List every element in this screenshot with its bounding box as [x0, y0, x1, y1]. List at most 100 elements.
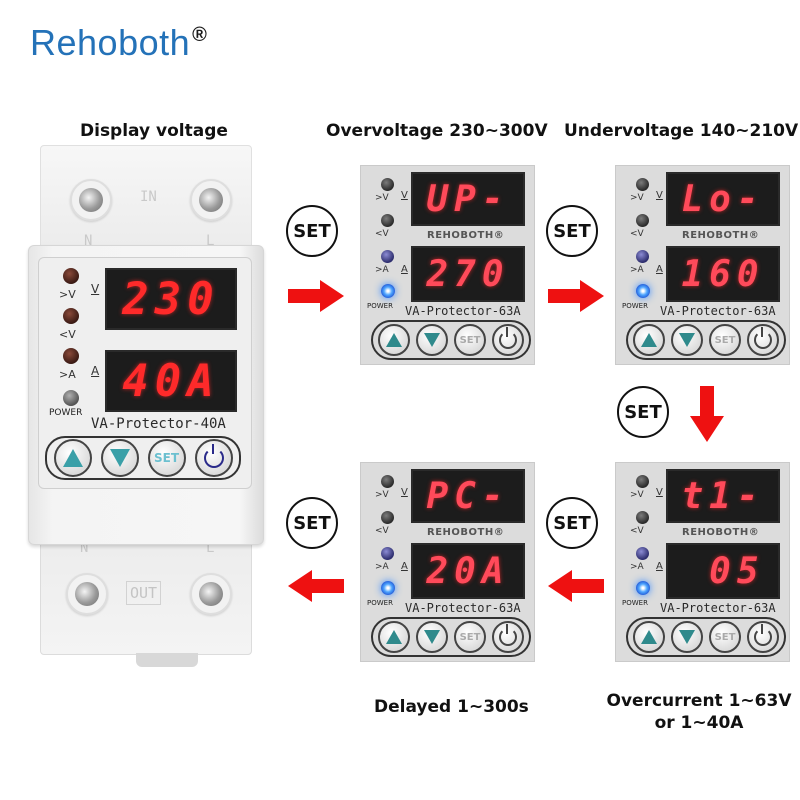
set-button-label: SET [714, 631, 736, 643]
indicator-label: >V [375, 490, 389, 500]
power-button[interactable] [747, 621, 779, 653]
indicator-label: >V [630, 490, 644, 500]
power-led-icon [381, 284, 395, 298]
din-clip [136, 653, 198, 667]
undervoltage-led-icon [381, 511, 394, 524]
undervoltage-led-icon [381, 214, 394, 227]
power-button[interactable] [747, 324, 779, 356]
terminal-l-label: L [206, 233, 215, 249]
voltage-unit-label: V [91, 282, 100, 296]
setting-value-display: 160 [666, 246, 780, 302]
power-button[interactable] [194, 439, 233, 477]
up-button[interactable] [378, 324, 410, 356]
undervoltage-led-icon [63, 308, 79, 324]
terminal-n-label: N [84, 233, 93, 249]
setting-code-display: PC- [411, 469, 525, 523]
overcurrent-led-icon [63, 348, 79, 364]
button-bar: SET [371, 617, 531, 657]
power-button[interactable] [492, 621, 524, 653]
current-display: 40A [105, 350, 237, 412]
indicator-label: >A [375, 265, 389, 275]
caption-delayed: Delayed 1~300s [374, 697, 529, 717]
overvoltage-led-icon [636, 475, 649, 488]
arrow-left-icon [288, 570, 344, 602]
overcurrent-led-icon [636, 547, 649, 560]
set-button[interactable]: SET [454, 621, 486, 653]
registered-mark: ® [192, 24, 208, 46]
terminal-out-label: OUT [126, 581, 162, 605]
panel-brandmark: REHOBOTH® [682, 527, 760, 538]
power-label: POWER [367, 302, 393, 310]
current-unit-label: A [401, 561, 408, 572]
panel-undervoltage: >V <V >A POWER V A Lo- REHOBOTH® 160 VA-… [615, 165, 790, 365]
model-label: VA-Protector-63A [405, 304, 521, 318]
set-step-badge: SET [546, 205, 598, 257]
power-led-icon [381, 581, 395, 595]
panel-overvoltage: >V <V >A POWER V A UP- REHOBOTH® 270 VA-… [360, 165, 535, 365]
overcurrent-led-icon [381, 547, 394, 560]
terminal-in-label: IN [140, 189, 157, 205]
triangle-up-icon [386, 333, 402, 347]
triangle-up-icon [386, 630, 402, 644]
set-button[interactable]: SET [147, 439, 186, 477]
down-button[interactable] [100, 439, 139, 477]
indicator-label: <V [630, 229, 644, 239]
triangle-down-icon [109, 449, 130, 467]
undervoltage-led-icon [636, 214, 649, 227]
voltage-display: 230 [105, 268, 237, 330]
power-label: POWER [622, 599, 648, 607]
set-button-label: SET [459, 334, 481, 346]
arrow-down-icon [690, 386, 724, 442]
voltage-unit-label: V [401, 487, 408, 498]
caption-overcurrent-line1: Overcurrent 1~63V [606, 691, 792, 711]
setting-value-display: 270 [411, 246, 525, 302]
current-unit-label: A [656, 264, 663, 275]
set-button[interactable]: SET [709, 324, 741, 356]
caption-overcurrent-line2: or 1~40A [654, 713, 744, 733]
up-button[interactable] [378, 621, 410, 653]
voltage-unit-label: V [401, 190, 408, 201]
arrow-right-icon [288, 280, 344, 312]
down-button[interactable] [416, 621, 448, 653]
model-label: VA-Protector-40A [91, 416, 226, 432]
button-bar: SET [45, 436, 241, 480]
setting-code-display: t1- [666, 469, 780, 523]
set-button[interactable]: SET [454, 324, 486, 356]
power-button[interactable] [492, 324, 524, 356]
power-icon [499, 327, 517, 349]
overvoltage-led-icon [63, 268, 79, 284]
brand-name: Rehoboth [30, 22, 191, 63]
down-button[interactable] [416, 324, 448, 356]
overvoltage-led-icon [636, 178, 649, 191]
power-led-icon [63, 390, 79, 406]
down-button[interactable] [671, 324, 703, 356]
triangle-down-icon [679, 630, 695, 644]
panel-delay: >V <V >A POWER V A PC- REHOBOTH® 20A VA-… [360, 462, 535, 662]
control-panel: >V <V >A POWER V A 230 40A VA-Protector-… [38, 257, 252, 489]
overvoltage-led-icon [381, 178, 394, 191]
caption-overvoltage: Overvoltage 230~300V [326, 121, 548, 141]
up-button[interactable] [633, 324, 665, 356]
indicator-label: <V [375, 526, 389, 536]
brand-logo: Rehoboth® [30, 22, 207, 64]
model-label: VA-Protector-63A [405, 601, 521, 615]
set-button-label: SET [459, 631, 481, 643]
down-button[interactable] [671, 621, 703, 653]
overcurrent-led-icon [381, 250, 394, 263]
up-button[interactable] [53, 439, 92, 477]
triangle-down-icon [424, 333, 440, 347]
setting-code-display: Lo- [666, 172, 780, 226]
terminal-screw-icon [66, 573, 108, 615]
power-led-icon [636, 284, 650, 298]
set-button[interactable]: SET [709, 621, 741, 653]
model-label: VA-Protector-63A [660, 304, 776, 318]
indicator-label: >A [630, 265, 644, 275]
triangle-up-icon [641, 630, 657, 644]
indicator-label: <V [630, 526, 644, 536]
panel-brandmark: REHOBOTH® [427, 527, 505, 538]
button-bar: SET [626, 320, 786, 360]
model-label: VA-Protector-63A [660, 601, 776, 615]
indicator-label: >A [59, 368, 76, 381]
up-button[interactable] [633, 621, 665, 653]
caption-undervoltage: Undervoltage 140~210V [564, 121, 799, 141]
